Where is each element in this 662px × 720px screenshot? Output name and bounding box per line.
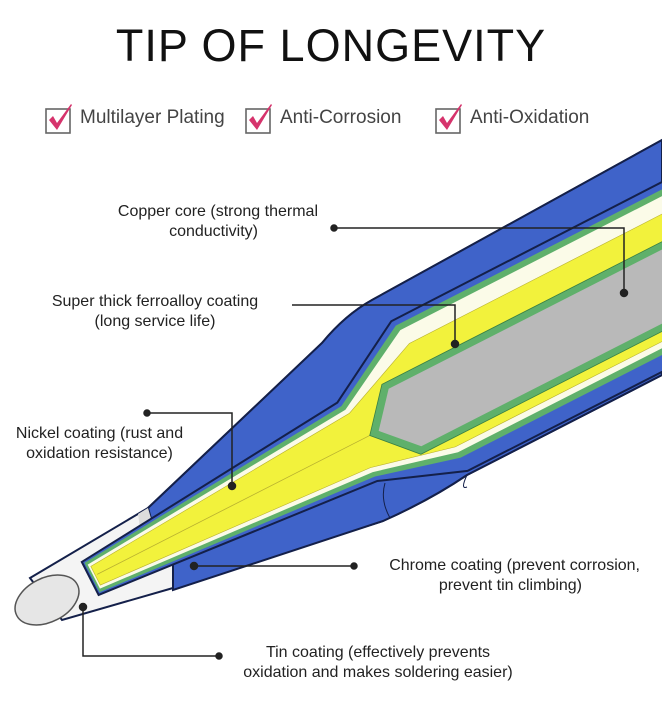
callout-line: Nickel coating (rust and <box>15 425 184 442</box>
copper-core <box>378 140 662 447</box>
callout-line: conductivity) <box>169 223 258 240</box>
ferroalloy-centerline <box>96 435 370 575</box>
leader-nickel <box>147 412 233 486</box>
callout-nickel: Nickel coating (rust and oxidation resis… <box>2 424 197 464</box>
checkbox-check-icon <box>434 103 464 134</box>
callout-chrome: Chrome coating (prevent corrosion, preve… <box>360 556 640 596</box>
callout-line: Copper core (strong thermal <box>117 203 318 220</box>
leader-copper <box>334 227 625 293</box>
callout-line: prevent tin climbing) <box>438 577 582 594</box>
callout-ferroalloy: Super thick ferroalloy coating (long ser… <box>30 292 280 332</box>
leader-dot <box>143 409 151 417</box>
body-contour <box>382 474 468 519</box>
feature-multilayer-plating: Multilayer Plating <box>44 103 225 134</box>
leader-dot <box>330 224 338 232</box>
callout-line: oxidation resistance) <box>26 445 173 462</box>
leader-dot <box>227 481 237 491</box>
leader-dot <box>215 652 223 660</box>
feature-anti-oxidation: Anti-Oxidation <box>434 103 590 134</box>
feature-label: Anti-Oxidation <box>470 107 590 128</box>
callout-line: oxidation and makes soldering easier) <box>243 664 513 681</box>
callout-line: Chrome coating (prevent corrosion, <box>389 557 640 574</box>
leader-dot <box>78 602 88 612</box>
leader-dot <box>450 339 460 349</box>
leader-dot <box>619 288 629 298</box>
cutaway-layers <box>80 84 662 597</box>
callout-line: Tin coating (effectively prevents <box>265 644 491 661</box>
checkbox-check-icon <box>44 103 74 134</box>
callout-line: (long service life) <box>94 313 216 330</box>
feature-label: Anti-Corrosion <box>280 107 402 128</box>
leader-dot <box>350 562 358 570</box>
tip-end <box>14 574 80 626</box>
leader-tin <box>82 607 219 657</box>
feature-anti-corrosion: Anti-Corrosion <box>244 103 402 134</box>
callout-copper-core: Copper core (strong thermal conductivity… <box>60 202 318 242</box>
leader-ferroalloy <box>292 304 456 344</box>
callout-tin: Tin coating (effectively prevents oxidat… <box>228 643 528 683</box>
feature-label: Multilayer Plating <box>80 107 225 128</box>
callout-line: Super thick ferroalloy coating <box>51 293 259 310</box>
leader-dot <box>189 561 199 571</box>
page-title: TIP OF LONGEVITY <box>115 20 547 71</box>
checkbox-check-icon <box>244 103 274 134</box>
